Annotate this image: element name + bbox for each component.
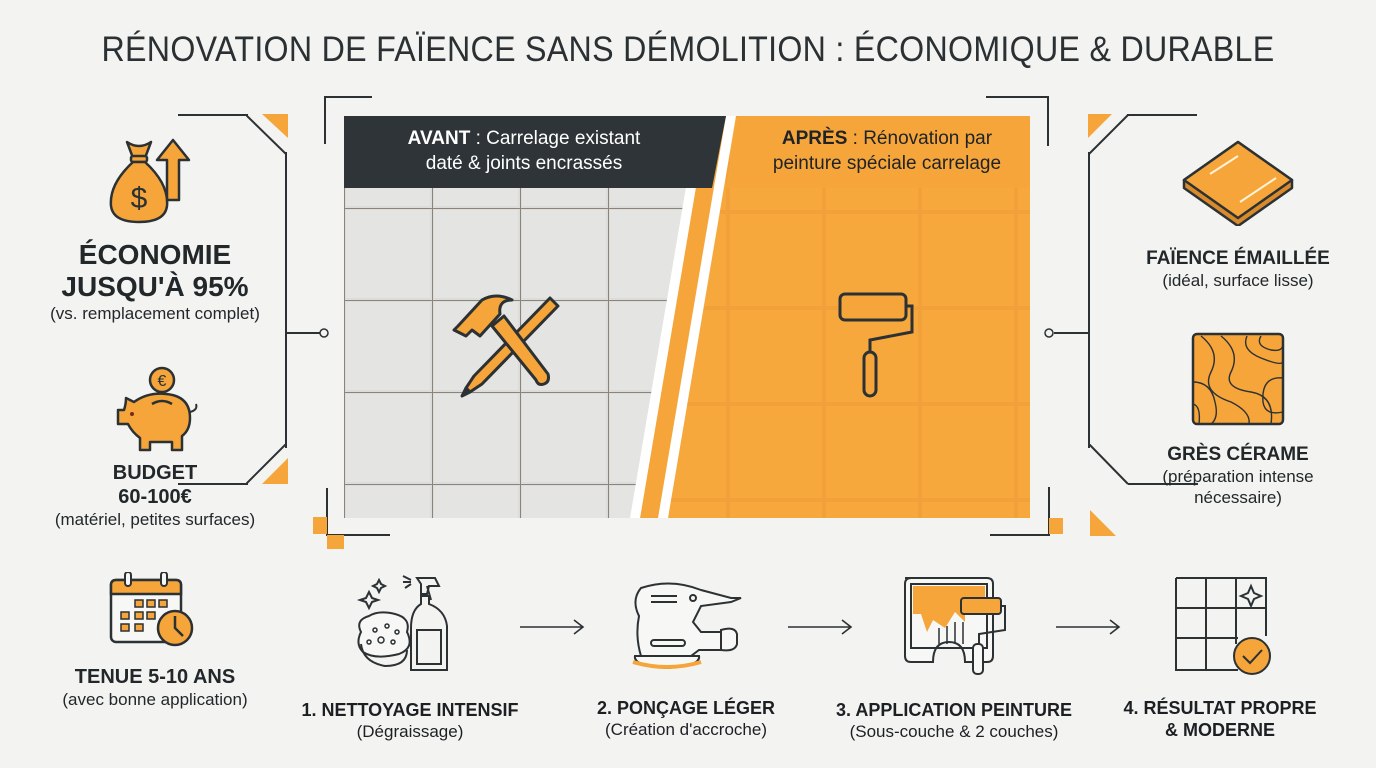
accent-triangle	[1090, 510, 1116, 536]
accent-square	[1049, 518, 1063, 534]
hammer-pencil-icon	[452, 294, 560, 398]
connector-dot	[1044, 328, 1054, 338]
before-label: AVANT : Carrelage existant daté & joints…	[407, 128, 641, 174]
after-label: APRÈS : Rénovation par peinture spéciale…	[772, 128, 1002, 174]
feature-budget: € BUDGET 60-100€ (matériel, petites surf…	[20, 364, 290, 530]
paint-roller-icon	[838, 292, 914, 398]
step-painting: 3. APPLICATION PEINTURE (Sous-couche & 2…	[834, 574, 1074, 742]
step-cleaning: 1. NETTOYAGE INTENSIF (Dégraissage)	[290, 570, 530, 742]
frame-corner	[1088, 444, 1129, 485]
step-sanding: 2. PONÇAGE LÉGER (Création d'accroche)	[566, 576, 806, 740]
frame-corner	[1088, 114, 1129, 155]
frame-corner	[246, 114, 287, 155]
accent-triangle	[262, 114, 288, 138]
connector-dot	[319, 328, 329, 338]
before-after-image: AVANT : Carrelage existant daté & joints…	[344, 116, 1030, 518]
accent-square	[327, 535, 344, 549]
svg-text:$: $	[131, 182, 148, 215]
accent-triangle	[262, 458, 288, 484]
tile-grid-check-icon	[1175, 577, 1271, 675]
paint-application-icon	[904, 577, 1006, 675]
accent-square	[313, 517, 327, 534]
money-bag-arrow-up-icon: $	[109, 138, 191, 224]
accent-triangle	[1088, 114, 1112, 138]
frame-corner	[246, 444, 287, 485]
orbital-sander-icon	[632, 582, 742, 670]
feature-stoneware: GRÈS CÉRAME (préparation intense nécessa…	[1108, 332, 1368, 508]
feature-durability: TENUE 5-10 ANS (avec bonne application)	[20, 571, 290, 710]
glazed-tile-icon	[1182, 140, 1294, 228]
page-title: RÉNOVATION DE FAÏENCE SANS DÉMOLITION : …	[101, 30, 1275, 69]
arrow-right-icon	[520, 619, 585, 635]
spray-sponge-icon	[356, 575, 448, 671]
arrow-right-icon	[1056, 619, 1121, 635]
feature-savings: $ ÉCONOMIE JUSQU'À 95% (vs. remplacement…	[20, 138, 290, 324]
feature-glazed-tile: FAÏENCE ÉMAILLÉE (idéal, surface lisse)	[1108, 140, 1368, 291]
step-result: 4. RÉSULTAT PROPRE & MODERNE	[1100, 574, 1340, 741]
calendar-clock-icon	[109, 571, 194, 647]
stoneware-tile-icon	[1191, 332, 1285, 426]
piggy-bank-euro-icon: €	[116, 366, 198, 452]
svg-text:€: €	[158, 373, 167, 390]
arrow-right-icon	[788, 619, 853, 635]
